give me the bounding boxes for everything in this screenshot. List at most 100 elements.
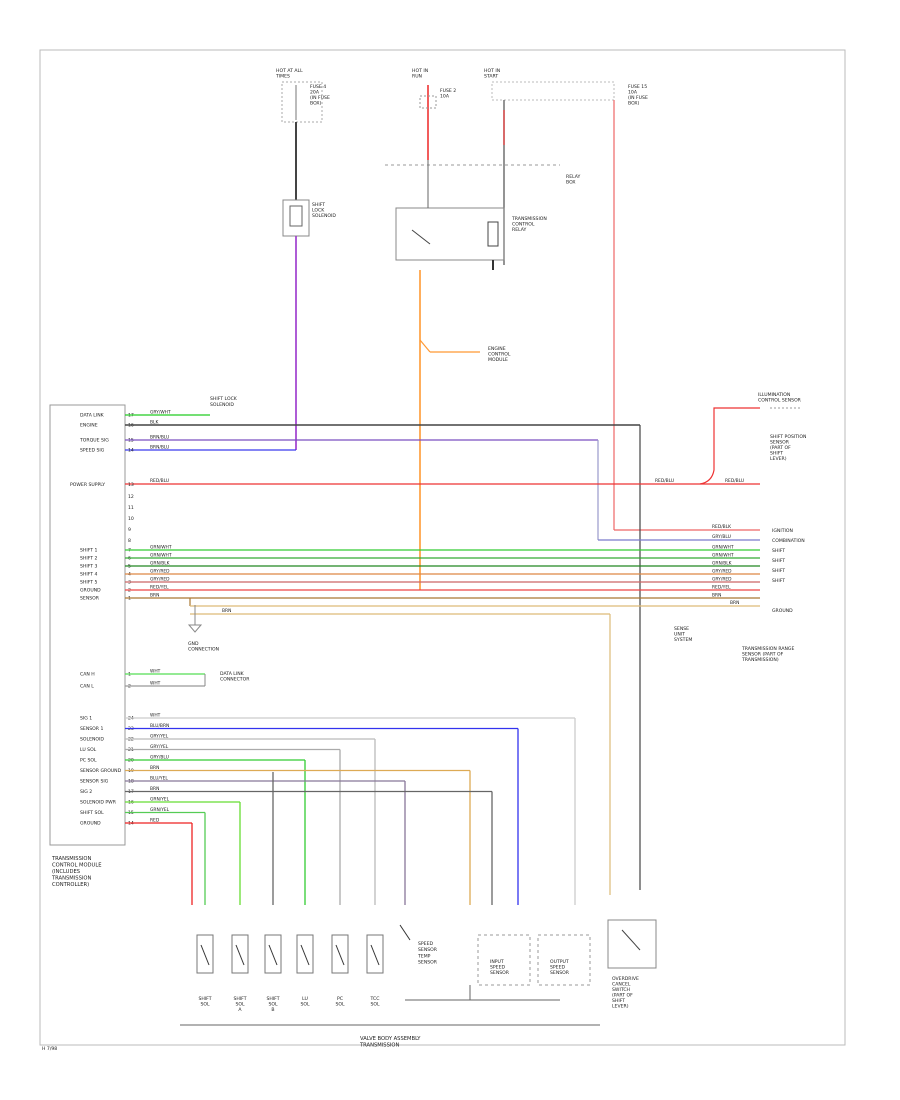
pin-label: SENSOR SIG [80,779,109,785]
component-label: TCC [370,996,380,1002]
fuse-left-line: BOX) [310,101,322,107]
conn-label: SHIFT [772,548,785,554]
pin-label: SIG 1 [80,716,92,722]
wire-label: GRY/RED [712,569,732,575]
data-link-lbl-line: DATA LINK [220,671,245,677]
sensor-labels-line: SPEED [418,941,433,947]
hot-right-line: HOT IN [484,68,500,74]
component-label: LU [302,996,308,1002]
assembly-line: VALVE BODY ASSEMBLY [360,1036,421,1042]
component-label: SOL [268,1002,278,1008]
wire-label: BLU/YEL [150,776,168,782]
wire-label: GRN/BLK [712,561,732,567]
pin-label: SPEED SIG [80,448,105,454]
ecu-name-line: (INCLUDES [52,869,80,875]
hot-left-line: TIMES [275,74,290,80]
wire-label: BRN [712,593,721,599]
component-box [331,934,349,974]
sensor3-line: SENSOR [550,970,570,976]
wire-label: BRN [222,608,231,614]
shift-lock-lbl-line: LOCK [312,208,325,214]
hot-right-line: START [484,74,498,80]
hot-mid-line: HOT IN [412,68,428,74]
pin-label: SHIFT 1 [80,548,98,554]
pin-label: SHIFT 3 [80,564,98,570]
pin-label: LU SOL [80,747,97,753]
component-box [296,934,314,974]
fuse-mid-line: FUSE 2 [440,88,456,94]
wire-label: WHT [150,713,161,719]
component-label: SOL [300,1002,310,1008]
wire-label: BLU/BRN [150,723,169,729]
gnd-lbl-line: GND [188,641,199,647]
wire-label: GRY/RED [150,577,170,583]
switch-lbl-line: SWITCH [612,987,630,993]
pin-label: ENGINE [80,423,98,429]
ecu-name-line: TRANSMISSION [51,856,91,862]
wire-label: RED [150,818,160,824]
pin-number: 8 [128,538,131,544]
bottom-note-line: TRANSMISSION) [741,657,779,663]
wire-label: BRN/BLU [150,435,169,441]
switch-lbl-line: SHIFT [612,998,625,1004]
ecu-name-line: CONTROLLER) [52,882,89,888]
link-label-line: UNIT [674,632,685,638]
wire-label: RED/BLU [725,478,744,484]
sensor2-line: SPEED [490,965,505,971]
wire-label: GRN/WHT [712,545,734,551]
fuse-left-line: FUSE 4 [310,84,326,90]
pin-label: SOLENOID [80,737,104,743]
pin-label: SHIFT 5 [80,580,98,586]
shift-lock-lbl-line: SHIFT [312,202,325,208]
pin-number: 9 [128,527,131,533]
wire-label: WHT [150,681,161,687]
pin-label: SENSOR GROUND [80,768,122,774]
pin-label: GROUND [80,588,101,594]
wire-label: RED/BLK [712,524,731,530]
wire-label: GRY/BLU [712,534,731,540]
pin-label: DATA LINK [80,413,105,419]
pin-label: SIG 2 [80,789,92,795]
component-label: B [271,1007,274,1013]
wire-label: GRN/YEL [150,807,170,813]
fuse-left-box [281,81,323,123]
wire-label: GRY/YEL [150,744,169,750]
component-label: SOL [370,1002,380,1008]
ecu-name-line: TRANSMISSION [51,876,91,882]
pin-label: SOLENOID PWR [80,800,117,806]
pin-label: SHIFT SOL [80,810,104,816]
wire-label: GRY/BLU [150,755,169,761]
wire-label: GRN/WHT [712,553,734,559]
component-label: SHIFT [198,996,211,1002]
upper-note2-line: (PART OF [770,445,791,451]
pin-label: SHIFT 2 [80,556,98,562]
wire-label: BRN [150,786,159,792]
switch-lbl-line: OVERDRIVE [612,976,639,982]
pin-label: POWER SUPPLY [70,482,105,488]
pin-number: 13 [128,482,134,488]
ecu-name-line: CONTROL MODULE [52,863,102,869]
hot-mid-line: RUN [412,74,422,80]
shift-lock-box [282,199,310,237]
